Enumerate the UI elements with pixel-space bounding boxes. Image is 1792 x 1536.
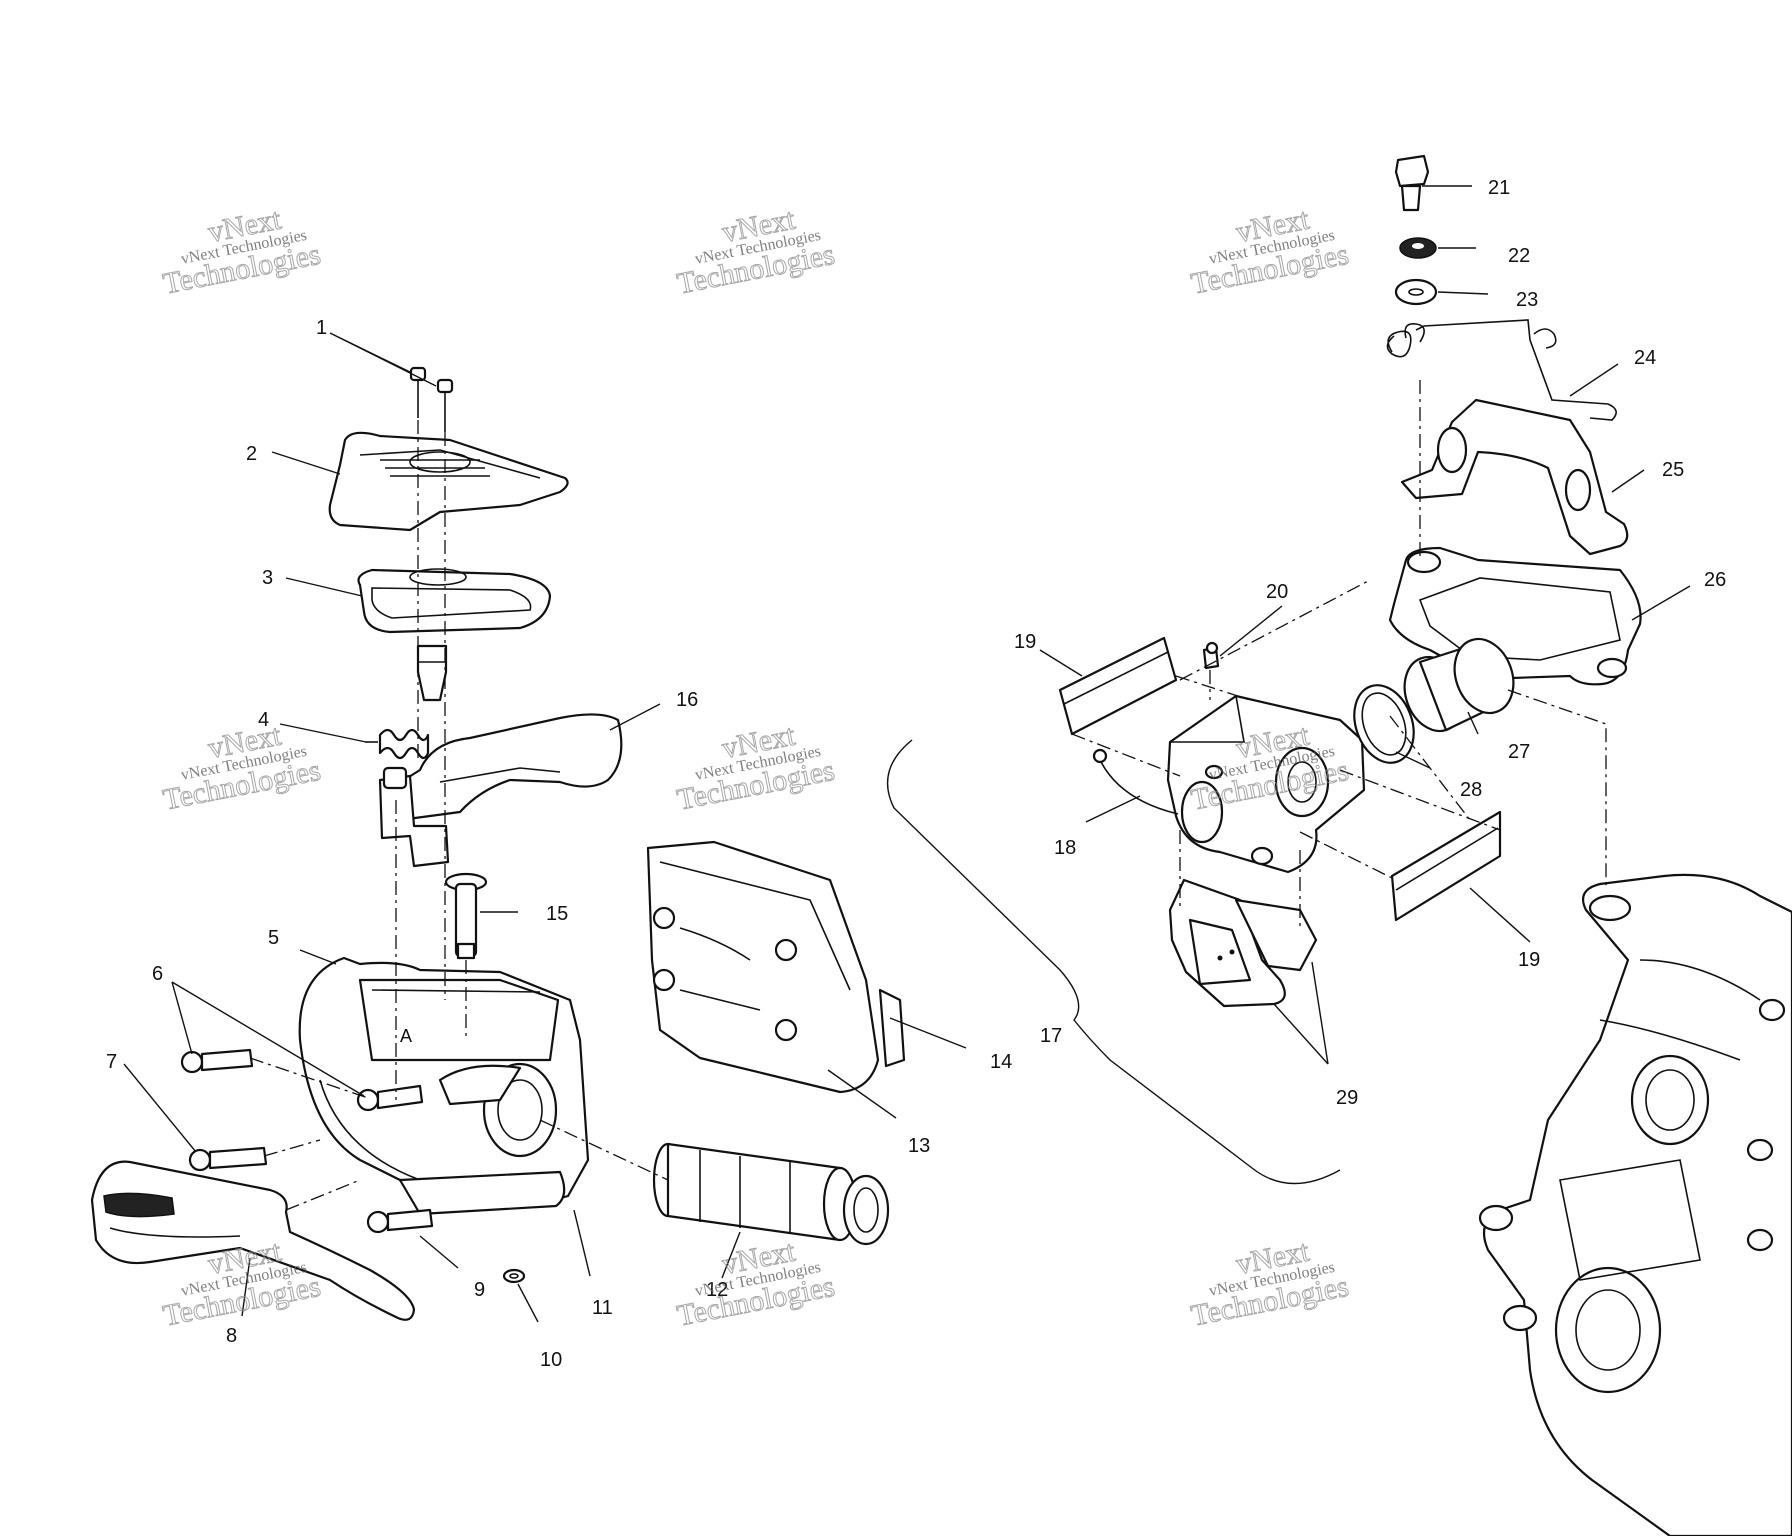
callout-9: 9 bbox=[474, 1279, 485, 1301]
callout-10: 10 bbox=[540, 1349, 562, 1371]
callout-22: 22 bbox=[1508, 245, 1530, 267]
part-24-spring-clip bbox=[1386, 319, 1617, 421]
part-3-plunger bbox=[416, 644, 448, 702]
part-6-screws bbox=[180, 1048, 424, 1112]
callout-14: 14 bbox=[990, 1051, 1012, 1073]
part-21-bolt bbox=[1394, 154, 1430, 212]
part-23-washer bbox=[1394, 278, 1438, 306]
part-20-bleed-screw bbox=[1202, 641, 1220, 670]
part-4-spring bbox=[365, 728, 430, 760]
callout-26: 26 bbox=[1704, 569, 1726, 591]
callout-labels: 1 2 3 4 5 6 7 8 9 10 11 12 13 14 15 16 1… bbox=[106, 177, 1726, 1371]
callout-7: 7 bbox=[106, 1051, 117, 1073]
right-assembly-axis-lines bbox=[1071, 380, 1607, 930]
callout-2: 2 bbox=[246, 443, 257, 465]
part-22-lock-washer bbox=[1399, 237, 1437, 259]
callout-21: 21 bbox=[1488, 177, 1510, 199]
callout-27: 27 bbox=[1508, 741, 1530, 763]
part-29-brake-pads bbox=[1168, 878, 1318, 1008]
part-1-screws bbox=[409, 366, 454, 432]
part-19-shim-lower bbox=[1390, 810, 1502, 922]
part-2-housing-cover bbox=[328, 431, 569, 532]
callout-8: 8 bbox=[226, 1325, 237, 1347]
watermark-9: vNext vNext Technologies Technologies bbox=[1188, 1234, 1352, 1333]
callout-15: 15 bbox=[546, 903, 568, 925]
callout-29: 29 bbox=[1336, 1087, 1358, 1109]
part-12-sleeve bbox=[652, 1142, 890, 1246]
part-25-bracket bbox=[1400, 398, 1629, 556]
callout-19-upper: 19 bbox=[1014, 631, 1036, 653]
part-26-caliper-frame bbox=[1388, 546, 1642, 686]
part-9-screw bbox=[366, 1208, 434, 1234]
watermark-5: vNext vNext Technologies Technologies bbox=[674, 718, 838, 817]
callout-5: 5 bbox=[268, 927, 279, 949]
part-5-throttle-housing: A bbox=[298, 956, 590, 1216]
watermark-1: vNext vNext Technologies Technologies bbox=[160, 202, 324, 301]
callout-28: 28 bbox=[1460, 779, 1482, 801]
housing-mark: A bbox=[400, 1026, 412, 1046]
part-13-14-housing-back bbox=[646, 840, 906, 1094]
callout-16: 16 bbox=[676, 689, 698, 711]
callout-17: 17 bbox=[1040, 1025, 1062, 1047]
callout-12: 12 bbox=[706, 1279, 728, 1301]
callout-6: 6 bbox=[152, 963, 163, 985]
callout-3: 3 bbox=[262, 567, 273, 589]
part-8-brake-lever bbox=[90, 1160, 416, 1321]
chaincase-housing bbox=[1478, 873, 1792, 1536]
callout-23: 23 bbox=[1516, 289, 1538, 311]
part-7-screw bbox=[188, 1146, 268, 1172]
watermark-2: vNext vNext Technologies Technologies bbox=[674, 202, 838, 301]
part-28-piston-seal bbox=[1353, 684, 1415, 764]
part-16-throttle-lever bbox=[378, 713, 623, 868]
group-17-brace bbox=[886, 739, 1341, 1185]
callout-4: 4 bbox=[258, 709, 269, 731]
watermark-3: vNext vNext Technologies Technologies bbox=[1188, 202, 1352, 301]
callout-25: 25 bbox=[1662, 459, 1684, 481]
part-10-washer bbox=[502, 1268, 526, 1284]
callout-1: 1 bbox=[316, 317, 327, 339]
callout-leaders bbox=[123, 185, 1691, 1323]
callout-20: 20 bbox=[1266, 581, 1288, 603]
callout-18: 18 bbox=[1054, 837, 1076, 859]
callout-13: 13 bbox=[908, 1135, 930, 1157]
callout-11: 11 bbox=[592, 1297, 613, 1319]
part-27-piston bbox=[1403, 637, 1515, 733]
callout-19-lower: 19 bbox=[1518, 949, 1540, 971]
left-assembly-axis-lines bbox=[249, 420, 669, 1211]
callout-24: 24 bbox=[1634, 347, 1656, 369]
part-18-caliper-body bbox=[1092, 694, 1366, 874]
part-15-pivot-pin bbox=[444, 872, 488, 960]
part-19-shim-upper bbox=[1058, 636, 1178, 736]
watermark-8: vNext vNext Technologies Technologies bbox=[674, 1234, 838, 1333]
part-3-gasket bbox=[357, 568, 552, 634]
